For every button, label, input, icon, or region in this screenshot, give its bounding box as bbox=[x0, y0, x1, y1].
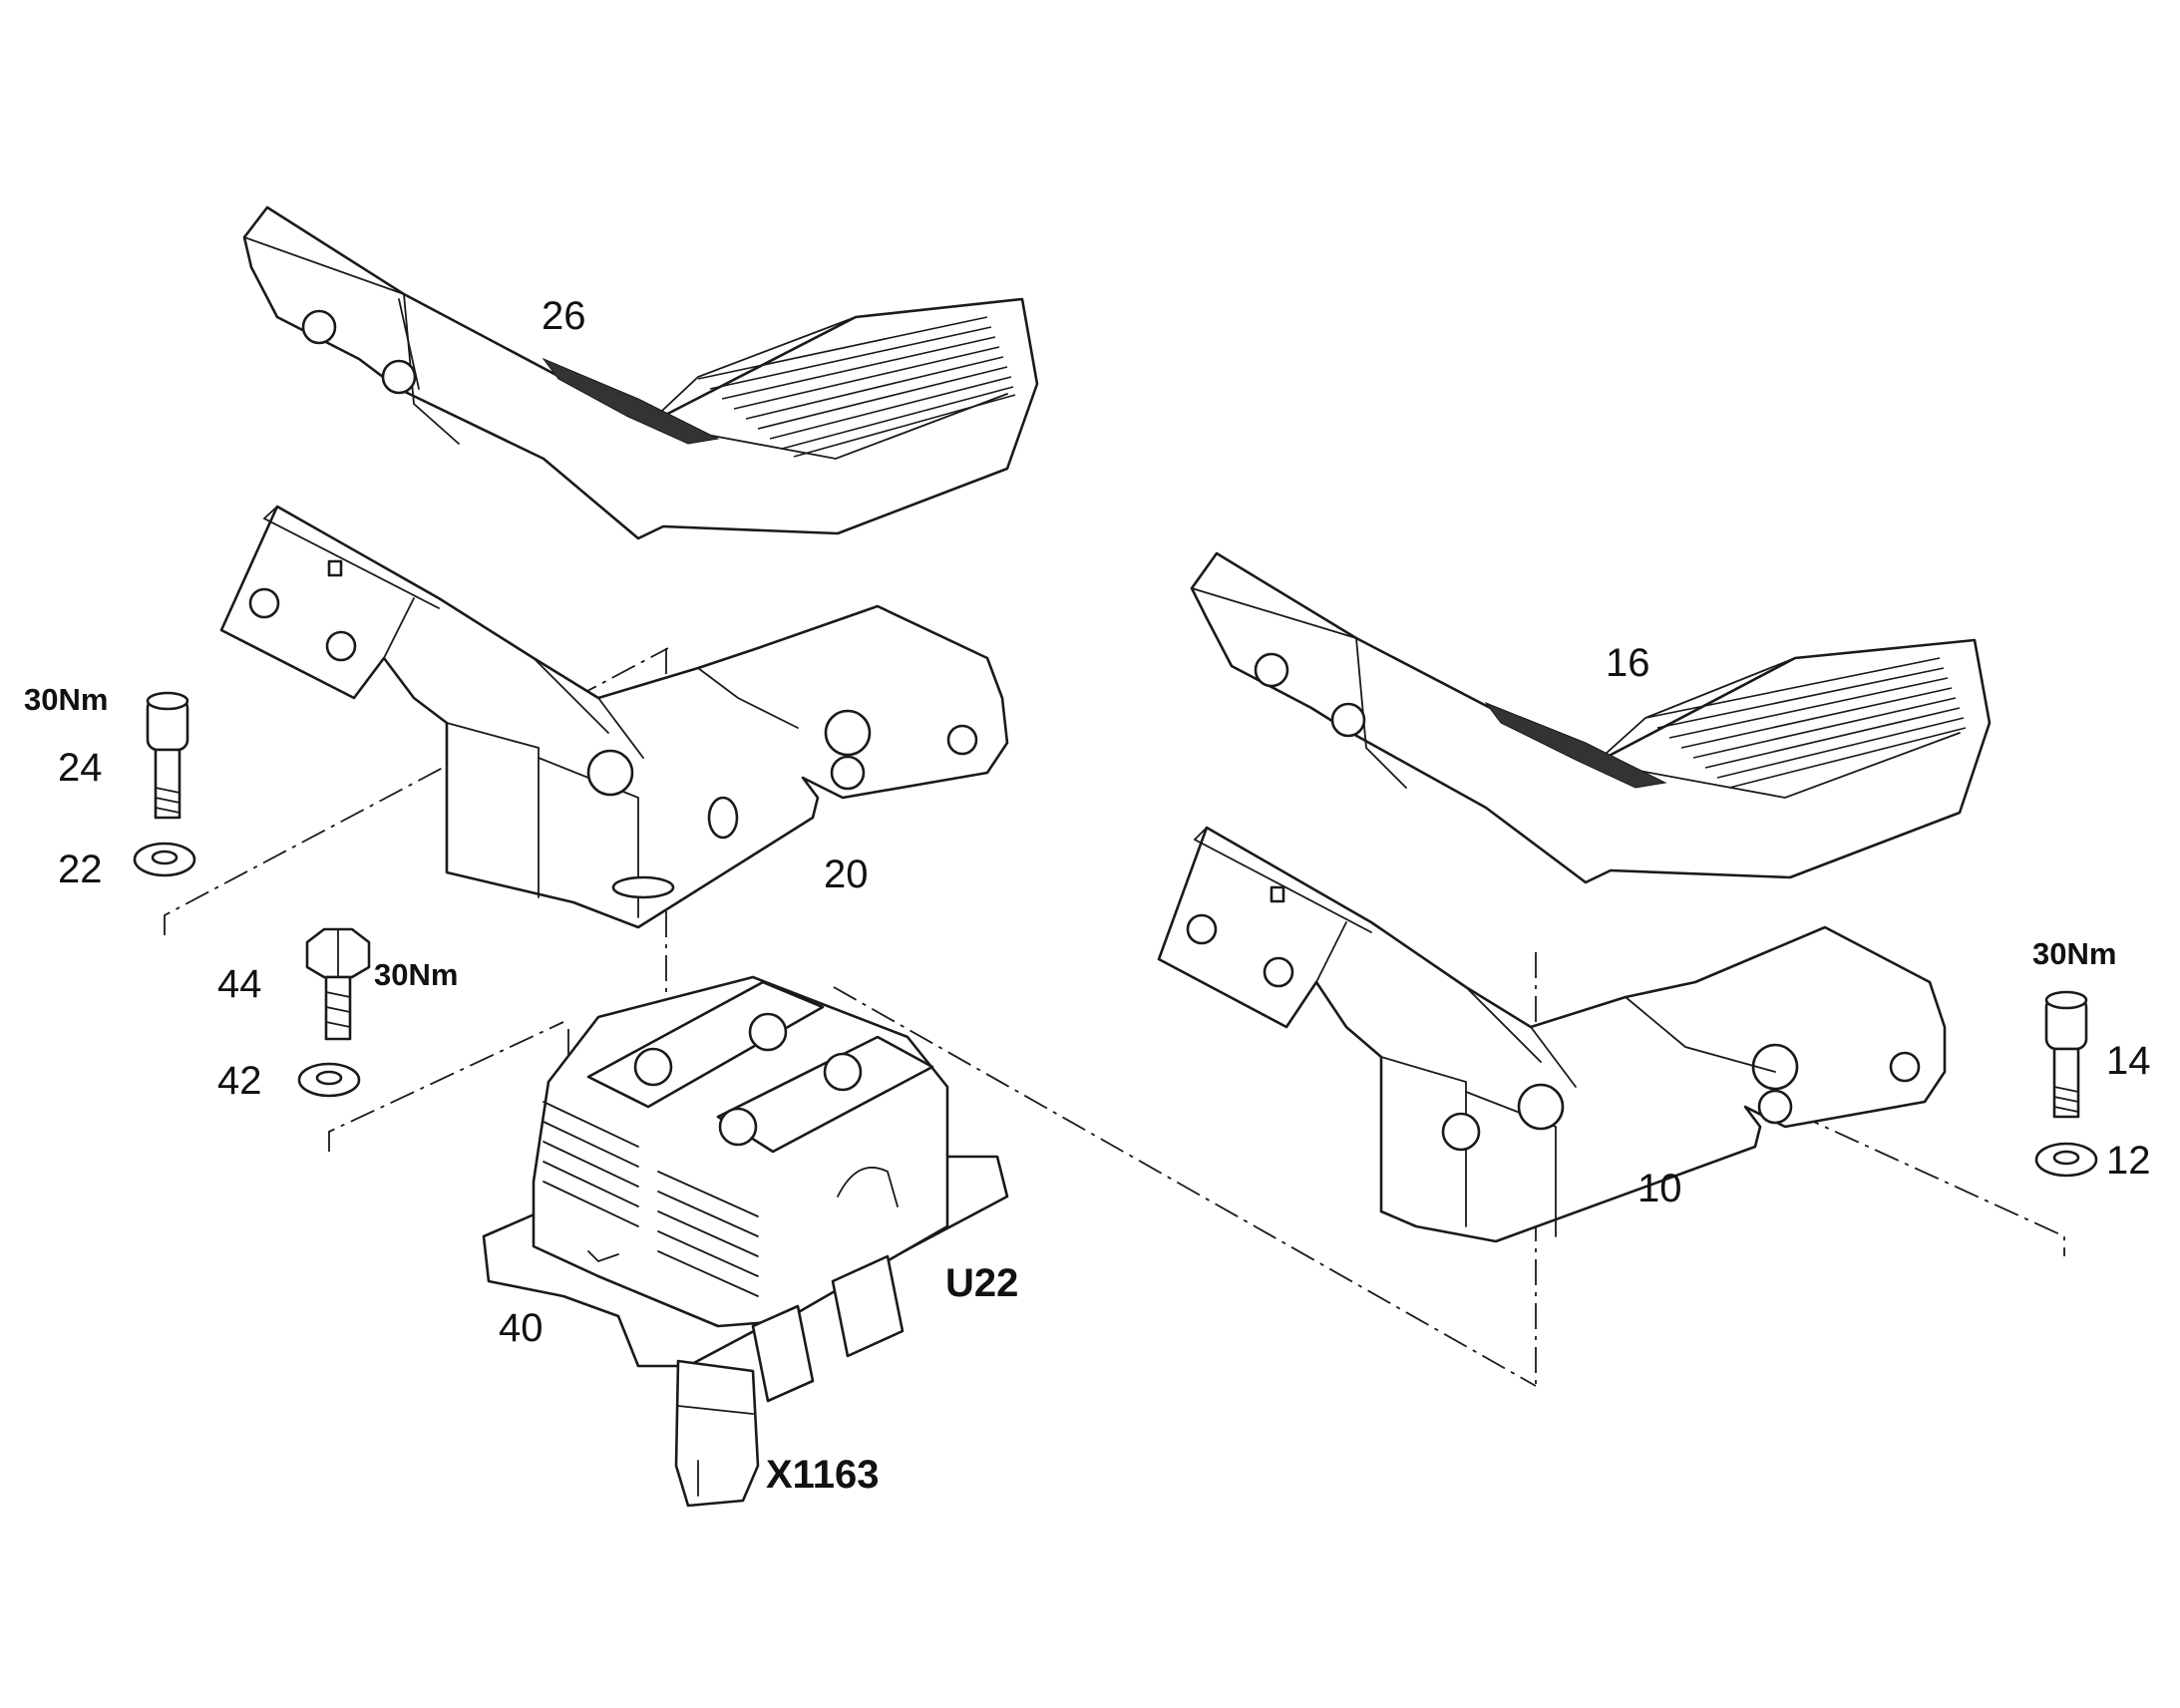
label-40: 40 bbox=[499, 1306, 544, 1350]
label-20: 20 bbox=[824, 853, 869, 896]
pedal-bracket-10 bbox=[1157, 826, 1947, 1243]
bolt-14 bbox=[2044, 990, 2088, 1119]
torque-label-44: 30Nm bbox=[374, 957, 458, 992]
pedal-pad-16 bbox=[1190, 551, 1992, 884]
label-u22: U22 bbox=[945, 1261, 1018, 1305]
bolt-44 bbox=[305, 927, 371, 1041]
label-42: 42 bbox=[217, 1059, 262, 1103]
sensor-unit-u22 bbox=[482, 975, 1009, 1508]
label-10: 10 bbox=[1637, 1167, 1682, 1210]
label-x1163: X1163 bbox=[766, 1453, 879, 1497]
label-24: 24 bbox=[58, 746, 103, 790]
label-26: 26 bbox=[542, 294, 586, 338]
washer-22 bbox=[133, 842, 196, 877]
tread-grooves-16 bbox=[1484, 657, 1967, 789]
label-44: 44 bbox=[217, 962, 262, 1006]
torque-label-24: 30Nm bbox=[24, 682, 108, 717]
label-16: 16 bbox=[1606, 641, 1650, 685]
label-22: 22 bbox=[58, 848, 103, 891]
pedal-pad-26 bbox=[242, 205, 1039, 540]
part-labels: 26 20 16 10 24 22 44 42 40 14 12 U22 X11… bbox=[24, 294, 2151, 1497]
label-12: 12 bbox=[2106, 1139, 2151, 1183]
label-14: 14 bbox=[2106, 1039, 2151, 1083]
washer-42 bbox=[297, 1062, 361, 1098]
pedal-bracket-20 bbox=[219, 505, 1009, 929]
washer-12 bbox=[2034, 1142, 2098, 1178]
bolt-24 bbox=[146, 691, 189, 820]
tread-grooves-26 bbox=[542, 316, 1016, 458]
cooling-fins bbox=[543, 1101, 759, 1297]
torque-label-14: 30Nm bbox=[2032, 936, 2116, 971]
